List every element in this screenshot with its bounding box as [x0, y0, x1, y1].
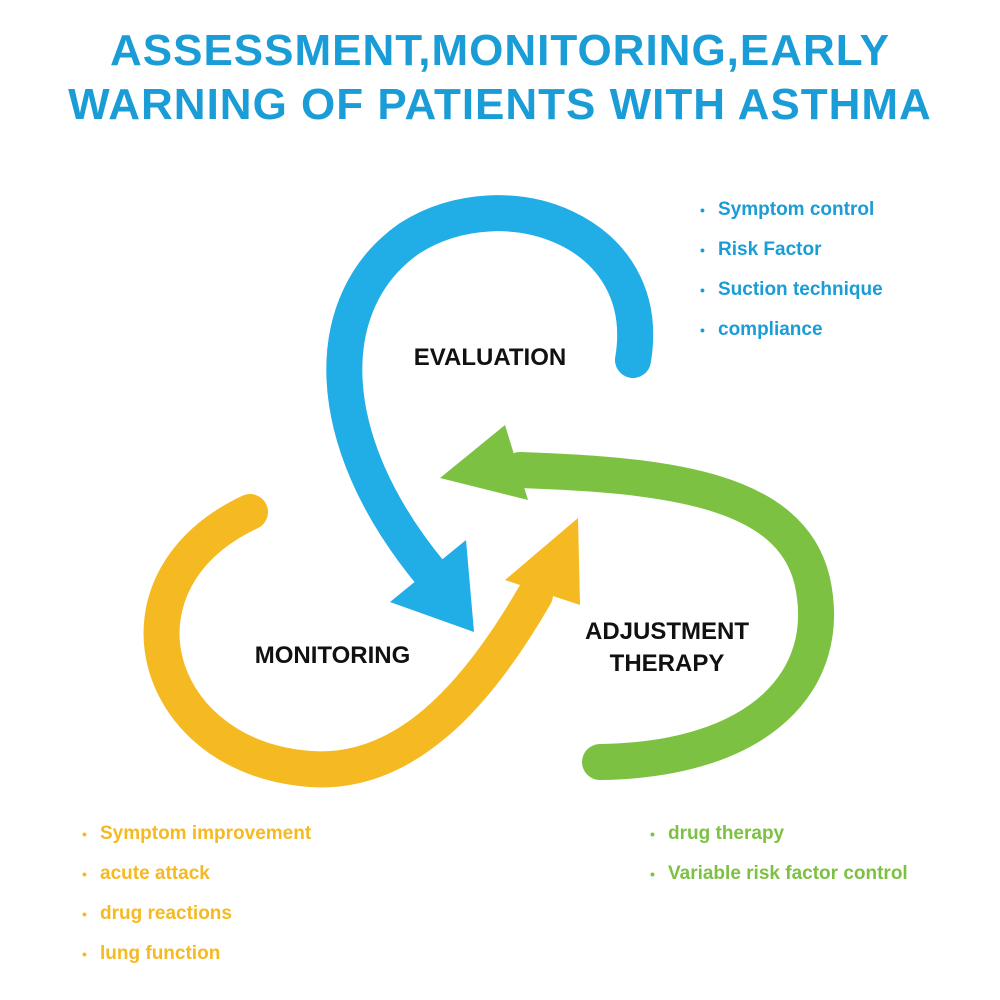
evaluation-bullets: •Symptom control •Risk Factor •Suction t…: [700, 190, 883, 350]
monitoring-arrow-body: [143, 494, 553, 788]
monitoring-label: MONITORING: [254, 642, 411, 669]
adjustment-arrow-body: [502, 452, 834, 780]
title-line-2: WARNING OF PATIENTS WITH ASTHMA: [68, 80, 932, 129]
adjustment-label-line-2: THERAPY: [609, 650, 725, 677]
adjustment-therapy-label: ADJUSTMENT THERAPY: [562, 616, 772, 680]
list-item: •drug therapy: [650, 814, 908, 854]
bullet-dot: •: [650, 866, 655, 882]
list-item: •lung function: [82, 934, 311, 974]
list-item: •Suction technique: [700, 270, 883, 310]
list-item: •acute attack: [82, 854, 311, 894]
bullet-dot: •: [700, 242, 705, 258]
bullet-dot: •: [700, 322, 705, 338]
bullet-dot: •: [82, 826, 87, 842]
list-item: •drug reactions: [82, 894, 311, 934]
monitoring-arrowhead: [505, 518, 580, 605]
bullet-dot: •: [700, 202, 705, 218]
list-item: •compliance: [700, 310, 883, 350]
list-item: •Risk Factor: [700, 230, 883, 270]
monitoring-arrow: [143, 494, 580, 788]
evaluation-arrowhead: [390, 540, 474, 632]
adjustment-label-line-1: ADJUSTMENT: [584, 618, 749, 645]
evaluation-arrow: [326, 195, 653, 632]
page-title: ASSESSMENT,MONITORING,EARLY WARNING OF P…: [0, 24, 1000, 132]
evaluation-label: EVALUATION: [413, 344, 567, 371]
monitoring-bullets: •Symptom improvement •acute attack •drug…: [82, 814, 311, 974]
bullet-dot: •: [82, 866, 87, 882]
bullet-dot: •: [82, 906, 87, 922]
bullet-dot: •: [650, 826, 655, 842]
adjustment-arrow: [440, 425, 834, 780]
title-line-1: ASSESSMENT,MONITORING,EARLY: [109, 26, 890, 75]
bullet-dot: •: [82, 946, 87, 962]
list-item: •Variable risk factor control: [650, 854, 908, 894]
list-item: •Symptom control: [700, 190, 883, 230]
bullet-dot: •: [700, 282, 705, 298]
list-item: •Symptom improvement: [82, 814, 311, 854]
evaluation-arrow-body: [326, 195, 653, 593]
adjustment-bullets: •drug therapy •Variable risk factor cont…: [650, 814, 908, 894]
adjustment-arrowhead: [440, 425, 528, 500]
